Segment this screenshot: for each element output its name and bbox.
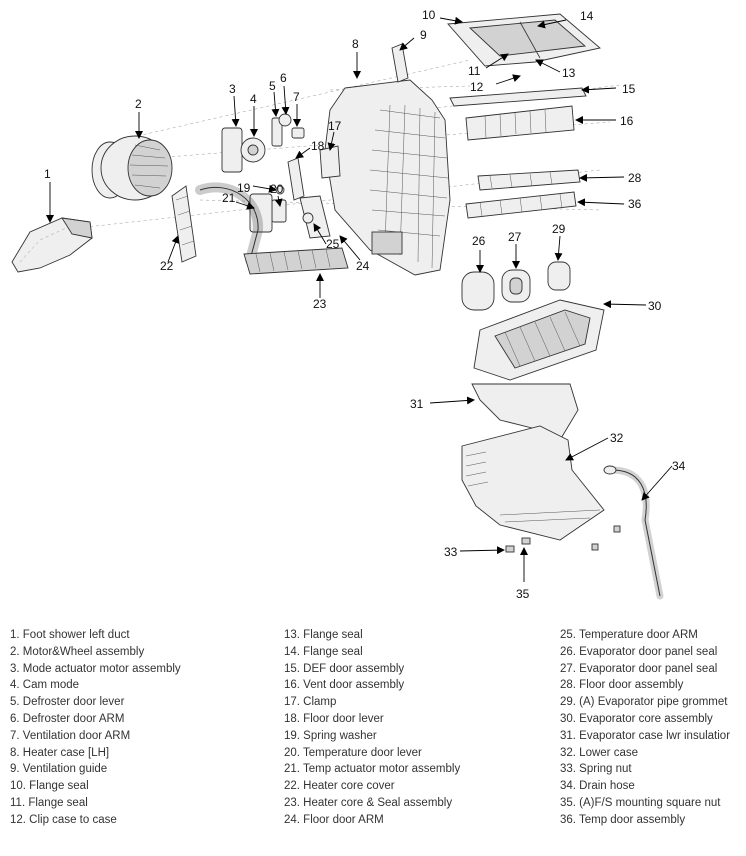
callout-22: 22 <box>160 259 174 273</box>
legend-item: 29. (A) Evaporator pipe grommet <box>560 696 728 709</box>
callout-12: 12 <box>470 80 484 94</box>
legend-item: 8. Heater case [LH] <box>10 746 110 759</box>
parts-legend: 1. Foot shower left duct 2. Motor&Wheel … <box>0 627 746 847</box>
legend-item: 31. Evaporator case lwr insulatior <box>560 729 731 742</box>
legend-item: 25. Temperature door ARM <box>560 629 698 641</box>
legend-item: 13. Flange seal <box>284 629 363 641</box>
blower-motor-part <box>91 135 173 201</box>
legend-item: 2. Motor&Wheel assembly <box>10 645 145 658</box>
mode-actuator-parts <box>221 113 305 173</box>
door-levers-parts <box>249 145 341 239</box>
legend-item: 18. Floor door lever <box>284 712 384 725</box>
legend-item: 15. DEF door assembly <box>284 662 405 675</box>
ventilation-guide-part <box>391 43 409 83</box>
callout-30: 30 <box>648 299 662 313</box>
callout-23: 23 <box>313 297 327 311</box>
evaporator-core-part <box>473 299 605 381</box>
callout-36: 36 <box>628 197 642 211</box>
exploded-parts-diagram: 1 2 3 4 5 6 7 8 9 10 11 12 13 14 15 16 1… <box>11 8 686 601</box>
callout-21: 21 <box>222 191 236 205</box>
legend-item: 23. Heater core & Seal assembly <box>284 796 453 809</box>
legend-item: 19. Spring washer <box>284 729 377 742</box>
flange-seal-frame-part <box>447 13 601 67</box>
legend-item: 26. Evaporator door panel seal <box>560 645 718 658</box>
heater-pipes-part <box>195 182 264 265</box>
callout-26: 26 <box>472 234 486 248</box>
legend-item: 21. Temp actuator motor assembly <box>284 763 461 776</box>
callout-8: 8 <box>352 37 359 51</box>
legend-item: 36. Temp door assembly <box>560 813 686 826</box>
callout-4: 4 <box>250 92 257 106</box>
legend-item: 35. (A)F/S mounting square nut <box>560 796 721 809</box>
legend-item: 3. Mode actuator motor assembly <box>10 662 181 675</box>
def-door-part <box>449 87 587 107</box>
callout-33: 33 <box>444 545 458 559</box>
vent-door-part <box>465 105 575 141</box>
legend-item: 22. Heater core cover <box>284 780 395 793</box>
callout-11: 11 <box>468 64 481 78</box>
callout-14: 14 <box>580 9 594 23</box>
callout-17: 17 <box>328 119 342 133</box>
drain-hose-part <box>603 465 664 600</box>
legend-item: 6. Defroster door ARM <box>10 712 125 725</box>
legend-column-1: 1. Foot shower left duct 2. Motor&Wheel … <box>10 627 210 829</box>
legend-item: 33. Spring nut <box>560 763 632 776</box>
callout-7: 7 <box>293 90 300 104</box>
legend-item: 14. Flange seal <box>284 645 363 658</box>
legend-item: 7. Ventilation door ARM <box>10 729 131 742</box>
legend-item: 4. Cam mode <box>10 679 80 692</box>
heater-core-part <box>243 247 349 275</box>
callout-24: 24 <box>356 259 370 273</box>
callout-labels: 1 2 3 4 5 6 7 8 9 10 11 12 13 14 15 16 1… <box>44 8 686 601</box>
legend-item: 30. Evaporator core assembly <box>560 712 713 725</box>
legend-item: 28. Floor door assembly <box>560 679 684 692</box>
callout-9: 9 <box>420 28 427 42</box>
legend-item: 17. Clamp <box>284 696 337 709</box>
callout-20: 20 <box>270 182 284 196</box>
callout-13: 13 <box>562 66 576 80</box>
callout-6: 6 <box>280 71 287 85</box>
lower-case-part <box>461 425 605 541</box>
callout-1: 1 <box>44 167 51 181</box>
callout-28: 28 <box>628 171 642 185</box>
legend-column-3: 25. Temperature door ARM 26. Evaporator … <box>560 627 746 829</box>
callout-34: 34 <box>672 459 686 473</box>
callout-10: 10 <box>422 8 436 22</box>
legend-item: 27. Evaporator door panel seal <box>560 662 718 675</box>
foot-shower-duct-part <box>11 217 93 273</box>
legend-item: 11. Flange seal <box>10 796 88 809</box>
legend-item: 34. Drain hose <box>560 780 635 793</box>
evaporator-seals-parts <box>461 261 571 311</box>
temp-door-part <box>465 191 577 219</box>
legend-item: 5. Defroster door lever <box>10 696 125 709</box>
callout-25: 25 <box>326 237 340 251</box>
legend-item: 16. Vent door assembly <box>284 679 405 692</box>
fastener-parts <box>505 525 621 553</box>
callout-32: 32 <box>610 431 624 445</box>
callout-5: 5 <box>269 79 276 93</box>
callout-16: 16 <box>620 114 634 128</box>
callout-15: 15 <box>622 82 636 96</box>
legend-item: 1. Foot shower left duct <box>10 629 130 641</box>
legend-item: 32. Lower case <box>560 746 638 759</box>
legend-item: 10. Flange seal <box>10 780 89 793</box>
legend-column-2: 13. Flange seal 14. Flange seal 15. DEF … <box>284 627 484 829</box>
callout-18: 18 <box>311 139 325 153</box>
legend-item: 20. Temperature door lever <box>284 746 422 759</box>
callout-19: 19 <box>237 181 251 195</box>
floor-door-part <box>477 169 581 191</box>
callout-29: 29 <box>552 222 566 236</box>
callout-31: 31 <box>410 397 424 411</box>
callout-27: 27 <box>508 230 522 244</box>
callout-3: 3 <box>229 82 236 96</box>
legend-item: 12. Clip case to case <box>10 813 117 826</box>
legend-item: 24. Floor door ARM <box>284 813 384 826</box>
callout-35: 35 <box>516 587 530 601</box>
leader-arrows <box>46 16 673 582</box>
callout-2: 2 <box>135 97 142 111</box>
heater-core-cover-part <box>171 185 197 263</box>
heater-case-part <box>324 79 451 276</box>
legend-item: 9. Ventilation guide <box>10 763 108 776</box>
